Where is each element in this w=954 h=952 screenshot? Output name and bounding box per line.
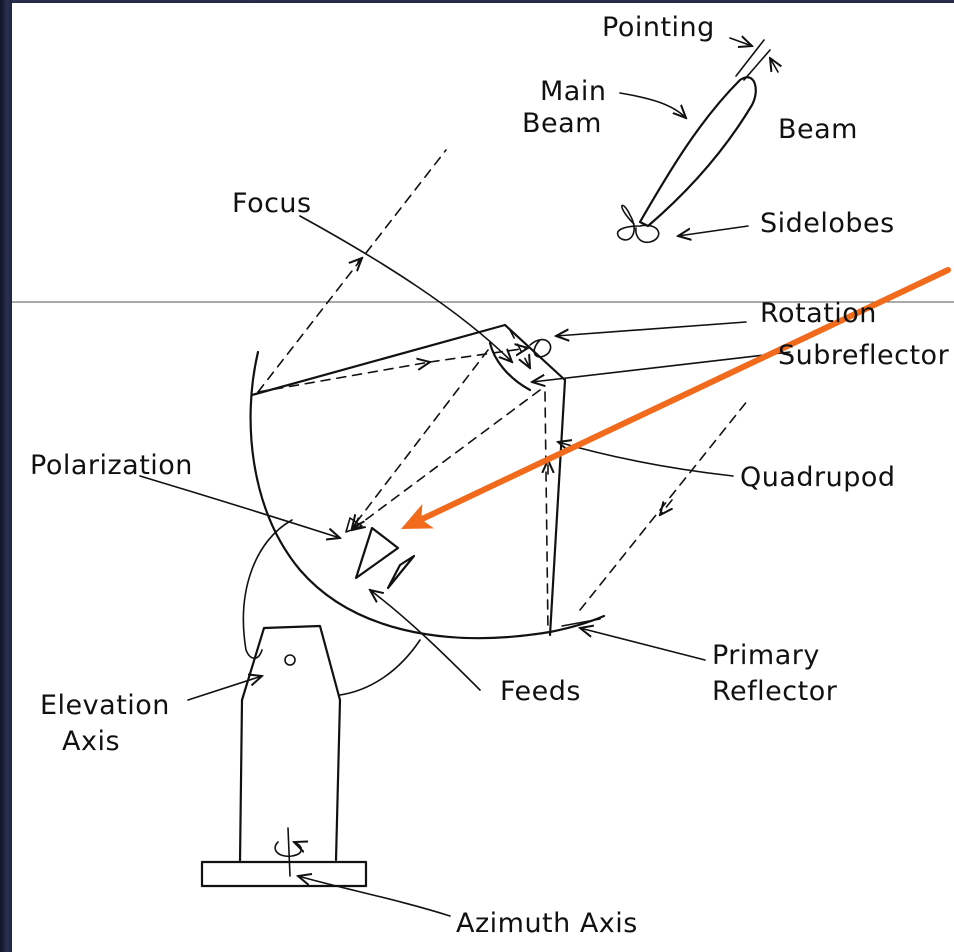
dish-back-right	[340, 640, 420, 695]
pedestal-right	[242, 626, 340, 860]
polarization-arrow	[140, 476, 340, 538]
label-elevation-axis: Axis	[62, 726, 120, 757]
pointing-arrow	[730, 38, 752, 46]
label-reflector: Reflector	[712, 676, 838, 707]
rotation-symbol	[530, 340, 551, 357]
quadrupod-leg-upper	[252, 325, 505, 395]
sidelobes-arrow	[678, 226, 748, 236]
label-primary: Primary	[712, 640, 820, 671]
focus-arrow	[300, 216, 512, 362]
subreflector-arrow	[532, 352, 790, 382]
sidelobes-shape	[618, 205, 659, 242]
beam-axis-line	[744, 50, 770, 80]
primary-reflector-dish	[251, 352, 604, 638]
main-beam-arrow	[620, 93, 686, 118]
label-subreflector: Subreflector	[778, 340, 950, 371]
primary-reflector-arrow	[580, 628, 705, 660]
quadrupod-leg-right	[550, 380, 565, 635]
pedestal-base	[202, 862, 366, 886]
telescope-diagram: Pointing Main Beam Beam Focus Sidelobes …	[12, 3, 954, 952]
main-beam-lobe	[640, 77, 756, 226]
azimuth-axis-arrow	[298, 876, 450, 916]
elevation-axis-pivot	[285, 655, 295, 665]
label-rotation: Rotation	[760, 298, 877, 329]
label-quadrupod: Quadrupod	[740, 462, 896, 493]
label-pointing: Pointing	[602, 12, 715, 43]
dish-back-left	[243, 520, 292, 658]
label-sidelobes: Sidelobes	[760, 208, 895, 239]
label-elevation: Elevation	[40, 690, 170, 721]
ray-paths	[258, 150, 748, 632]
azimuth-axis-line	[288, 828, 290, 876]
label-beam: Beam	[778, 114, 858, 145]
label-feeds: Feeds	[500, 676, 581, 707]
polarization-feed-marker	[346, 518, 362, 532]
label-focus: Focus	[232, 188, 312, 219]
label-azimuth-axis: Azimuth Axis	[456, 908, 638, 939]
pedestal-left	[240, 700, 242, 862]
frame-left-border	[0, 0, 12, 952]
pointing-arrow-right	[770, 58, 778, 72]
feed-small	[388, 556, 414, 588]
label-main-beam: Beam	[522, 108, 602, 139]
quadrupod-arrow	[558, 442, 733, 476]
feed-large	[356, 528, 398, 578]
label-polarization: Polarization	[30, 450, 193, 481]
diagram-paper: Pointing Main Beam Beam Focus Sidelobes …	[12, 3, 954, 952]
label-main: Main	[540, 76, 606, 107]
rotation-arrow	[556, 322, 746, 336]
elevation-axis-arrow	[188, 676, 262, 700]
